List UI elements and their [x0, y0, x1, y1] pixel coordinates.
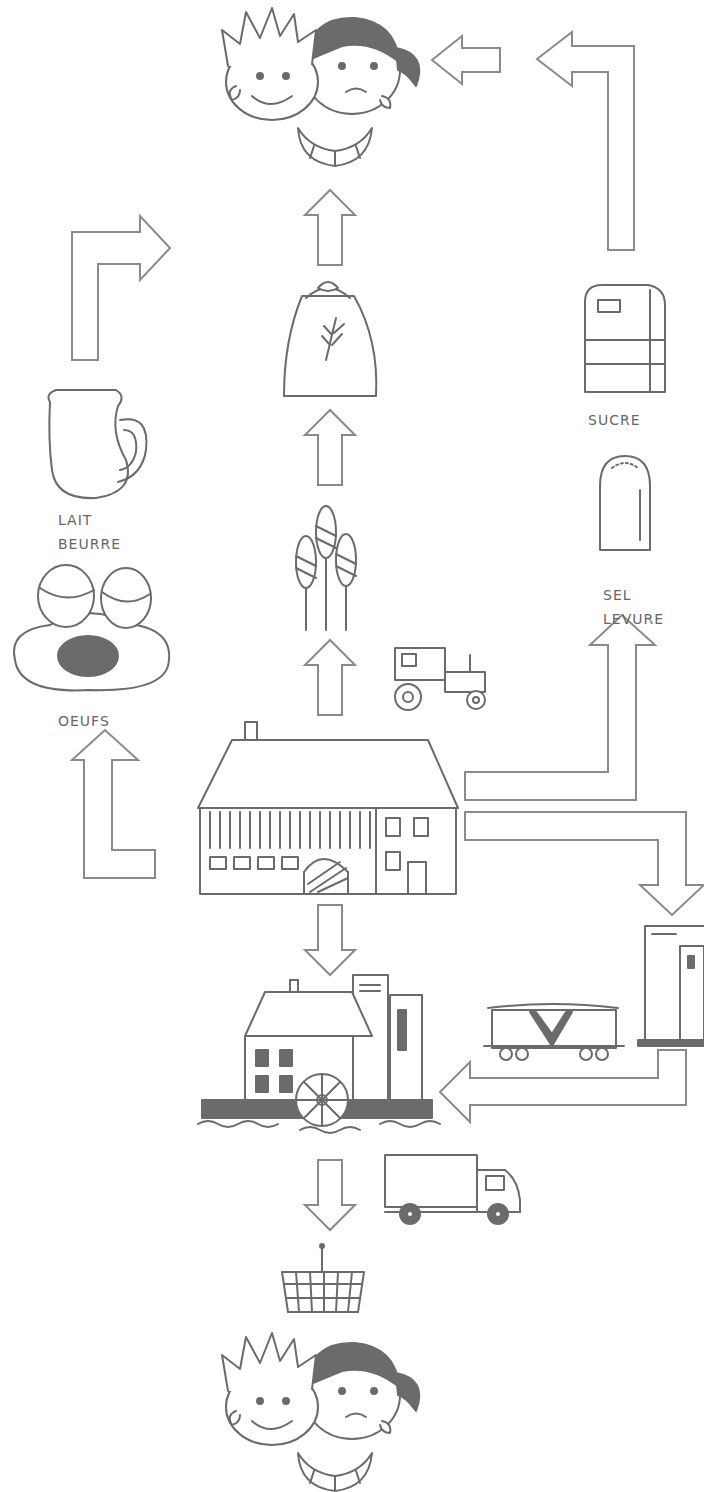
- wheat: [296, 506, 356, 630]
- arrow-bend: [72, 216, 170, 360]
- arrow-bend: [72, 730, 155, 878]
- silo: [638, 926, 704, 1046]
- arrow-up: [305, 410, 355, 485]
- arrow-up: [305, 190, 355, 265]
- ingredient-name: OEUFS: [58, 709, 148, 733]
- mill: [198, 975, 440, 1133]
- flour-sack: [284, 282, 376, 396]
- children-top: [222, 8, 419, 166]
- arrow-bend: [465, 615, 655, 800]
- sugar-box: [585, 285, 665, 392]
- arrow-bend: [465, 812, 704, 915]
- ingredient-label: OEUFS: [58, 709, 148, 733]
- ingredient-name: LAIT BEURRE: [58, 508, 138, 556]
- milk-jug: [48, 390, 146, 498]
- arrows: [72, 32, 704, 1230]
- arrow-down: [305, 905, 355, 975]
- arrow-up: [305, 640, 355, 715]
- farm: [198, 722, 458, 894]
- truck: [385, 1155, 520, 1224]
- wagon: [484, 1004, 624, 1060]
- arrow-bend: [440, 1050, 686, 1122]
- eggs: [14, 565, 169, 690]
- ingredient-label: SEL LEVURE: [603, 583, 683, 631]
- arrow-bend: [537, 32, 634, 250]
- arrow-left: [432, 36, 500, 84]
- ingredient-name: SEL LEVURE: [603, 583, 683, 631]
- ingredient-label: SUCRE: [588, 408, 678, 432]
- ingredient-label: LAIT BEURRE: [58, 508, 138, 556]
- children-bottom: [222, 1333, 419, 1491]
- basket: [282, 1244, 364, 1312]
- ingredient-name: SUCRE: [588, 408, 678, 432]
- tractor: [395, 648, 485, 710]
- arrow-down: [305, 1160, 355, 1230]
- salt-shaker: [600, 456, 650, 550]
